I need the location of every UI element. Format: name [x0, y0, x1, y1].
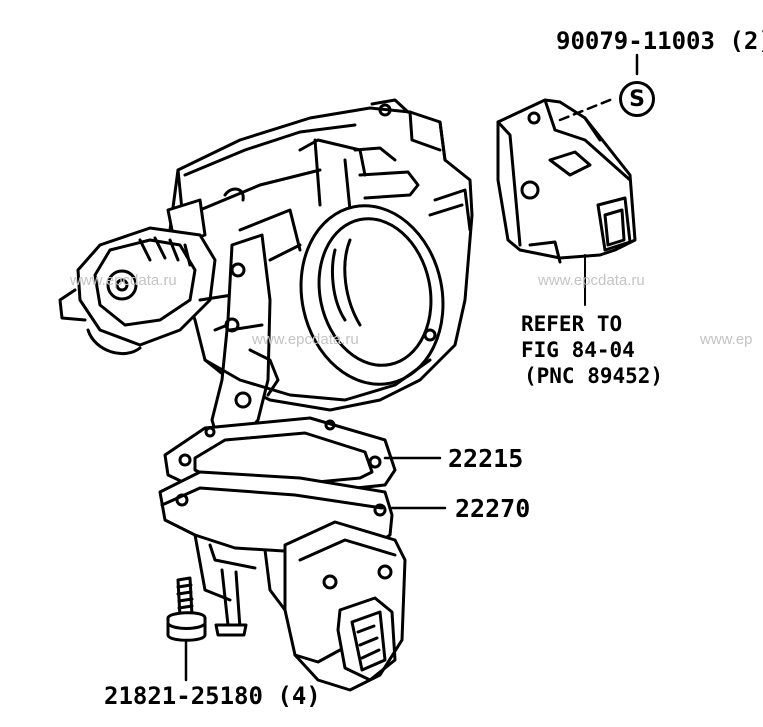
leader-lines	[184, 53, 639, 682]
callout-21821-25180: 21821-25180 (4)	[104, 682, 321, 710]
throttle-lower-flange	[203, 317, 437, 402]
sensor-shaft	[214, 568, 248, 637]
watermark: www.epcdata.ru	[252, 331, 359, 348]
watermark: www.ep	[700, 331, 753, 348]
ecu-module	[496, 98, 637, 264]
reference-line-2: FIG 84-04	[521, 338, 635, 362]
s-symbol-icon: S	[619, 81, 655, 117]
connector-housing	[283, 520, 407, 692]
throttle-lever	[210, 233, 280, 442]
leader-bolt-dashed	[558, 96, 617, 122]
callout-90079-11003: 90079-11003 (2)	[556, 27, 763, 55]
watermark: www.epcdata.ru	[70, 272, 177, 289]
callout-22270: 22270	[455, 494, 531, 523]
watermark: www.epcdata.ru	[538, 272, 645, 289]
reference-line-3: (PNC 89452)	[524, 364, 664, 388]
reference-line-1: REFER TO	[521, 312, 623, 336]
throttle-linkage	[58, 226, 247, 356]
callout-22215: 22215	[448, 444, 524, 473]
throttle-bore	[299, 204, 445, 386]
screw-21821	[166, 576, 207, 642]
